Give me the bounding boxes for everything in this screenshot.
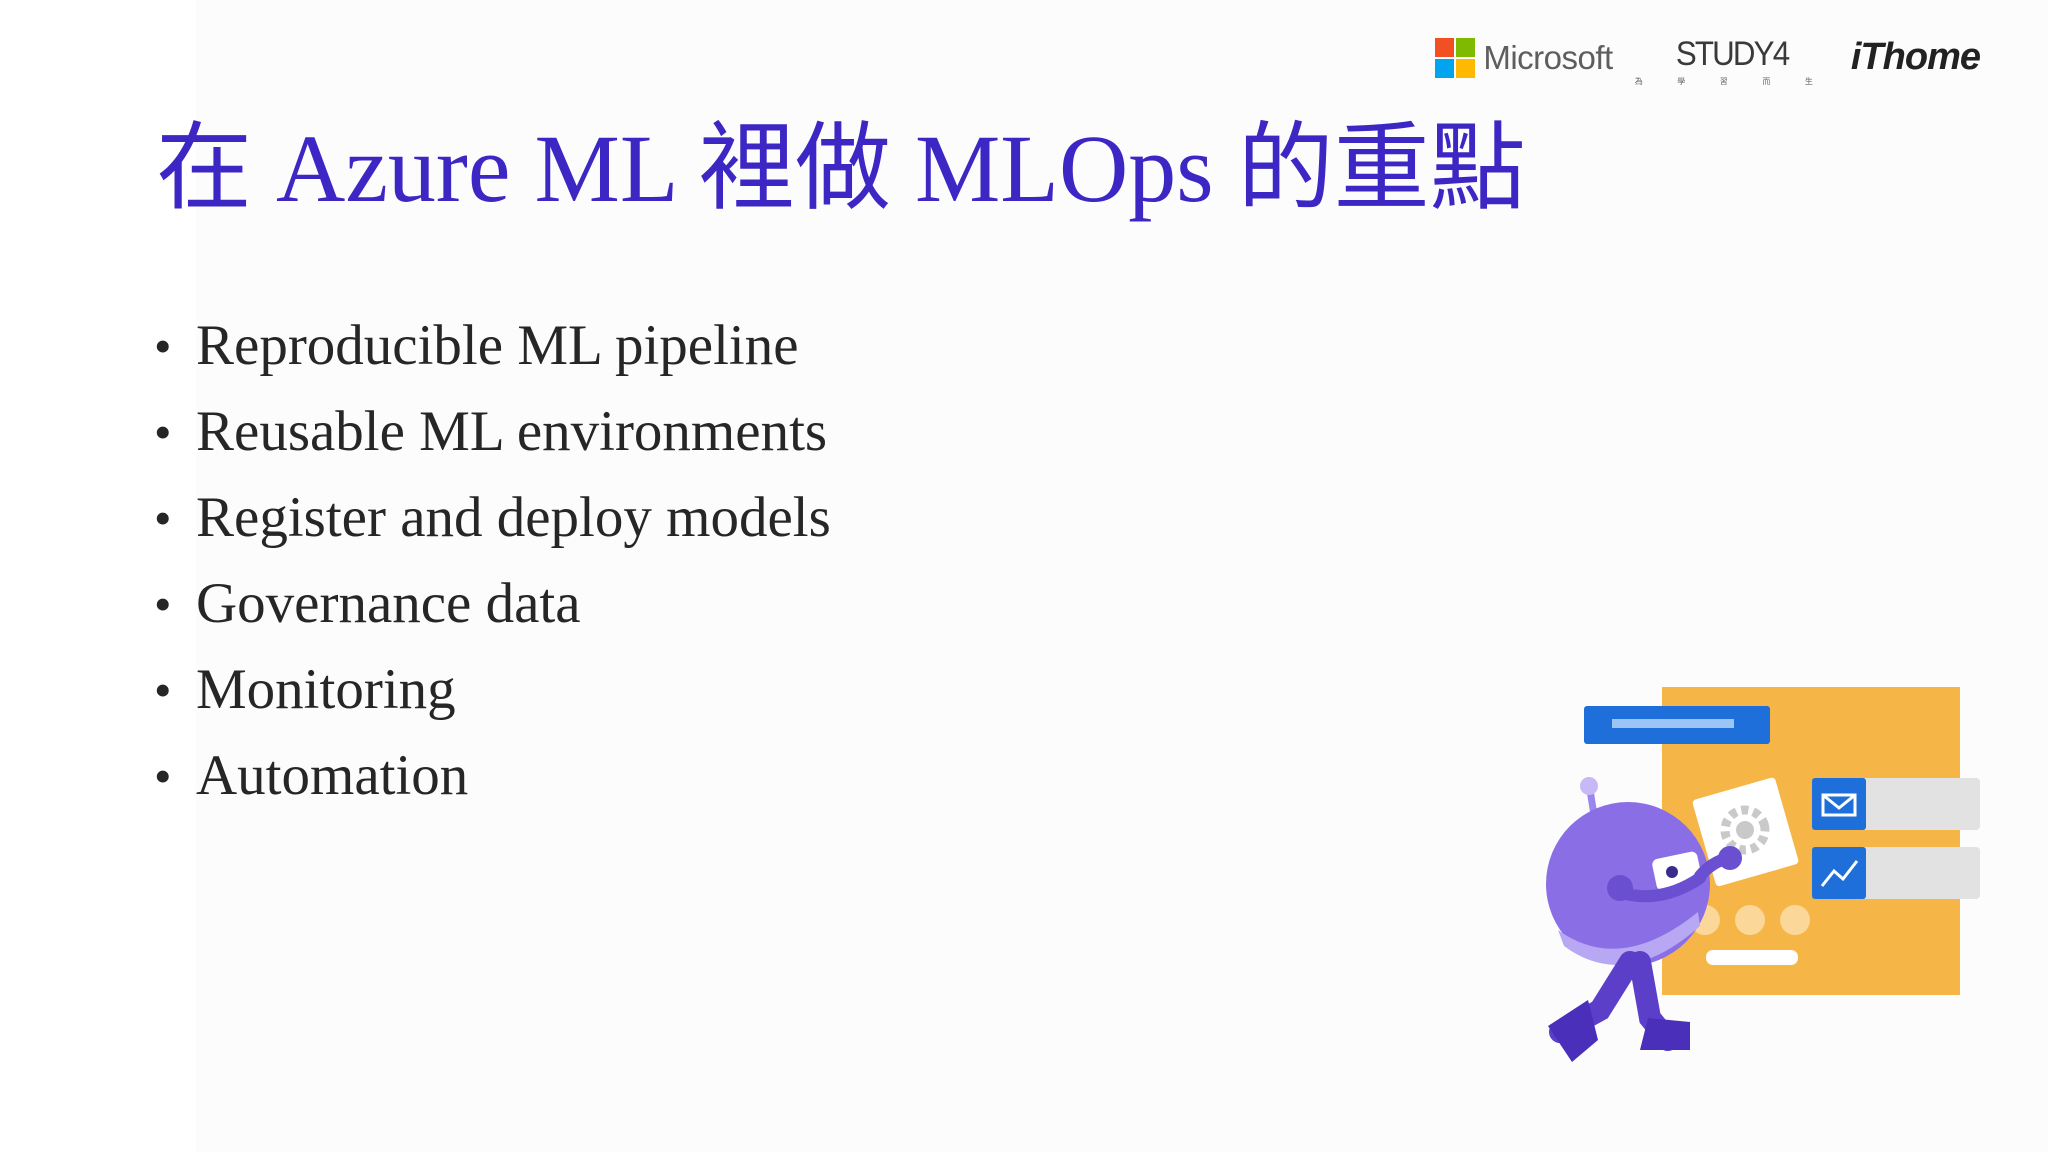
sponsor-logos: Microsoft STUDY4 為 學 習 而 生 iThome [1435,34,1981,94]
microsoft-squares-icon [1435,38,1476,78]
bullet-item: Monitoring [152,654,831,740]
study4-logo-subtext: 為 學 習 而 生 [1634,77,1829,86]
study4-logo-text: STUDY4 [1675,35,1790,73]
ithome-logo: iThome [1850,36,1981,78]
robot-mascot-illustration [1546,687,1980,1062]
bullet-item: Reproducible ML pipeline [152,310,831,396]
study4-logo: STUDY4 為 學 習 而 生 [1635,34,1829,87]
bullet-item: Governance data [152,568,831,654]
gear-icon [1720,805,1770,855]
mail-icon [1812,778,1866,830]
slide-title: 在 Azure ML 裡做 MLOps 的重點 [156,115,1526,222]
bullet-list: Reproducible ML pipeline Reusable ML env… [152,310,831,826]
microsoft-logo: Microsoft [1435,38,1613,78]
bullet-item: Reusable ML environments [152,396,831,482]
bullet-item: Register and deploy models [152,482,831,568]
trend-chart-icon [1812,847,1866,899]
bullet-item: Automation [152,740,831,826]
microsoft-logo-text: Microsoft [1483,39,1613,76]
